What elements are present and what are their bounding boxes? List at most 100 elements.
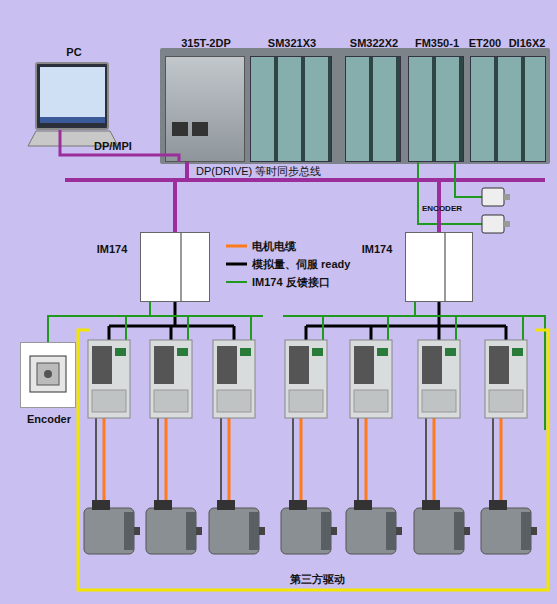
node-label: PC [37,46,111,58]
feedback-wire [283,302,545,430]
legend-text: 模拟量、伺服 ready [252,257,350,272]
encoder-shaft [504,194,510,200]
counter-module: FM350-1 [408,56,464,162]
drive-display [240,348,251,356]
servo-drive [485,340,527,418]
motor-flange [454,512,464,550]
encoder-face [37,363,59,385]
encoder-cable [357,418,359,508]
motor-cable [165,418,168,508]
encoder-box: Encoder [20,342,76,408]
drive-panel [217,346,237,384]
encoder-cable [95,418,97,508]
motor-connector [489,500,507,510]
motor-flange [521,512,531,550]
legend-sample [226,263,247,266]
motor-flange [249,512,259,550]
servo-motor [209,508,259,554]
plc-rack [160,48,550,164]
motor-cable [300,418,303,508]
servo-drive [418,340,460,418]
node-label: IM174 [354,243,400,255]
encoder-label: ENCODER [422,204,462,213]
encoder-cable [220,418,222,508]
edge-label: DP/MPI [94,140,132,152]
motor-connector [154,500,172,510]
drive-display [177,348,188,356]
drive-panel [289,346,309,384]
motor-flange [186,512,196,550]
im174-interface: IM174 [405,232,473,302]
motor-flange [386,512,396,550]
encoder-body [30,356,66,392]
motor-shaft [531,527,537,535]
pc-laptop: PC [35,62,109,130]
motor-shaft [331,527,337,535]
cpu-module: 315T-2DP [165,56,245,162]
servo-motor [481,508,531,554]
screen-taskbar [40,117,105,123]
drive-panel [422,346,442,384]
servo-motor [146,508,196,554]
node-label: ET200 [465,37,505,49]
legend-sample [226,245,247,248]
analog-wire [306,302,506,340]
bus-connector [60,130,179,162]
drive-terminal [154,390,188,412]
io-module: SM321X3 [250,56,332,162]
im174-interface: IM174 [140,232,210,302]
encoder-shaft [504,221,510,227]
drive-terminal [422,390,456,412]
drive-terminal [489,390,523,412]
motor-cable [228,418,231,508]
drive-display [115,348,126,356]
motor-cable [365,418,368,508]
motor-cable [433,418,436,508]
bus-connector [187,162,439,232]
drive-display [512,348,523,356]
servo-drive [213,340,255,418]
motor-connector [92,500,110,510]
motor-shaft [134,527,140,535]
encoder-cable [492,418,494,508]
motor-shaft [196,527,202,535]
drive-panel [489,346,509,384]
servo-motor [346,508,396,554]
bracket-label: 第三方驱动 [290,572,345,587]
drive-group [84,340,537,554]
drive-bracket [78,330,548,590]
motor-connector [354,500,372,510]
legend-sample [226,281,247,283]
motor-cable [500,418,503,508]
et200-station: ET200DI16X2 [470,56,546,162]
node-label: FM350-1 [404,37,470,49]
encoder-shaft [44,370,52,378]
node-label: Encoder [15,413,83,425]
drive-terminal [354,390,388,412]
encoder-icon [482,215,504,233]
servo-drive [285,340,327,418]
encoder-cable [157,418,159,508]
laptop-screen [40,67,105,123]
bus-connector [48,302,150,342]
motor-shaft [259,527,265,535]
analog-wire [109,302,234,340]
servo-motor [414,508,464,554]
encoder-cable [292,418,294,508]
drive-terminal [289,390,323,412]
servo-drive [350,340,392,418]
motor-connector [422,500,440,510]
node-label: SM321X3 [251,37,333,49]
servo-drive [150,340,192,418]
servo-motor [84,508,134,554]
drive-terminal [92,390,126,412]
node-label: SM322X2 [341,37,407,49]
node-label: IM174 [89,243,135,255]
drive-display [445,348,456,356]
servo-motor [281,508,331,554]
